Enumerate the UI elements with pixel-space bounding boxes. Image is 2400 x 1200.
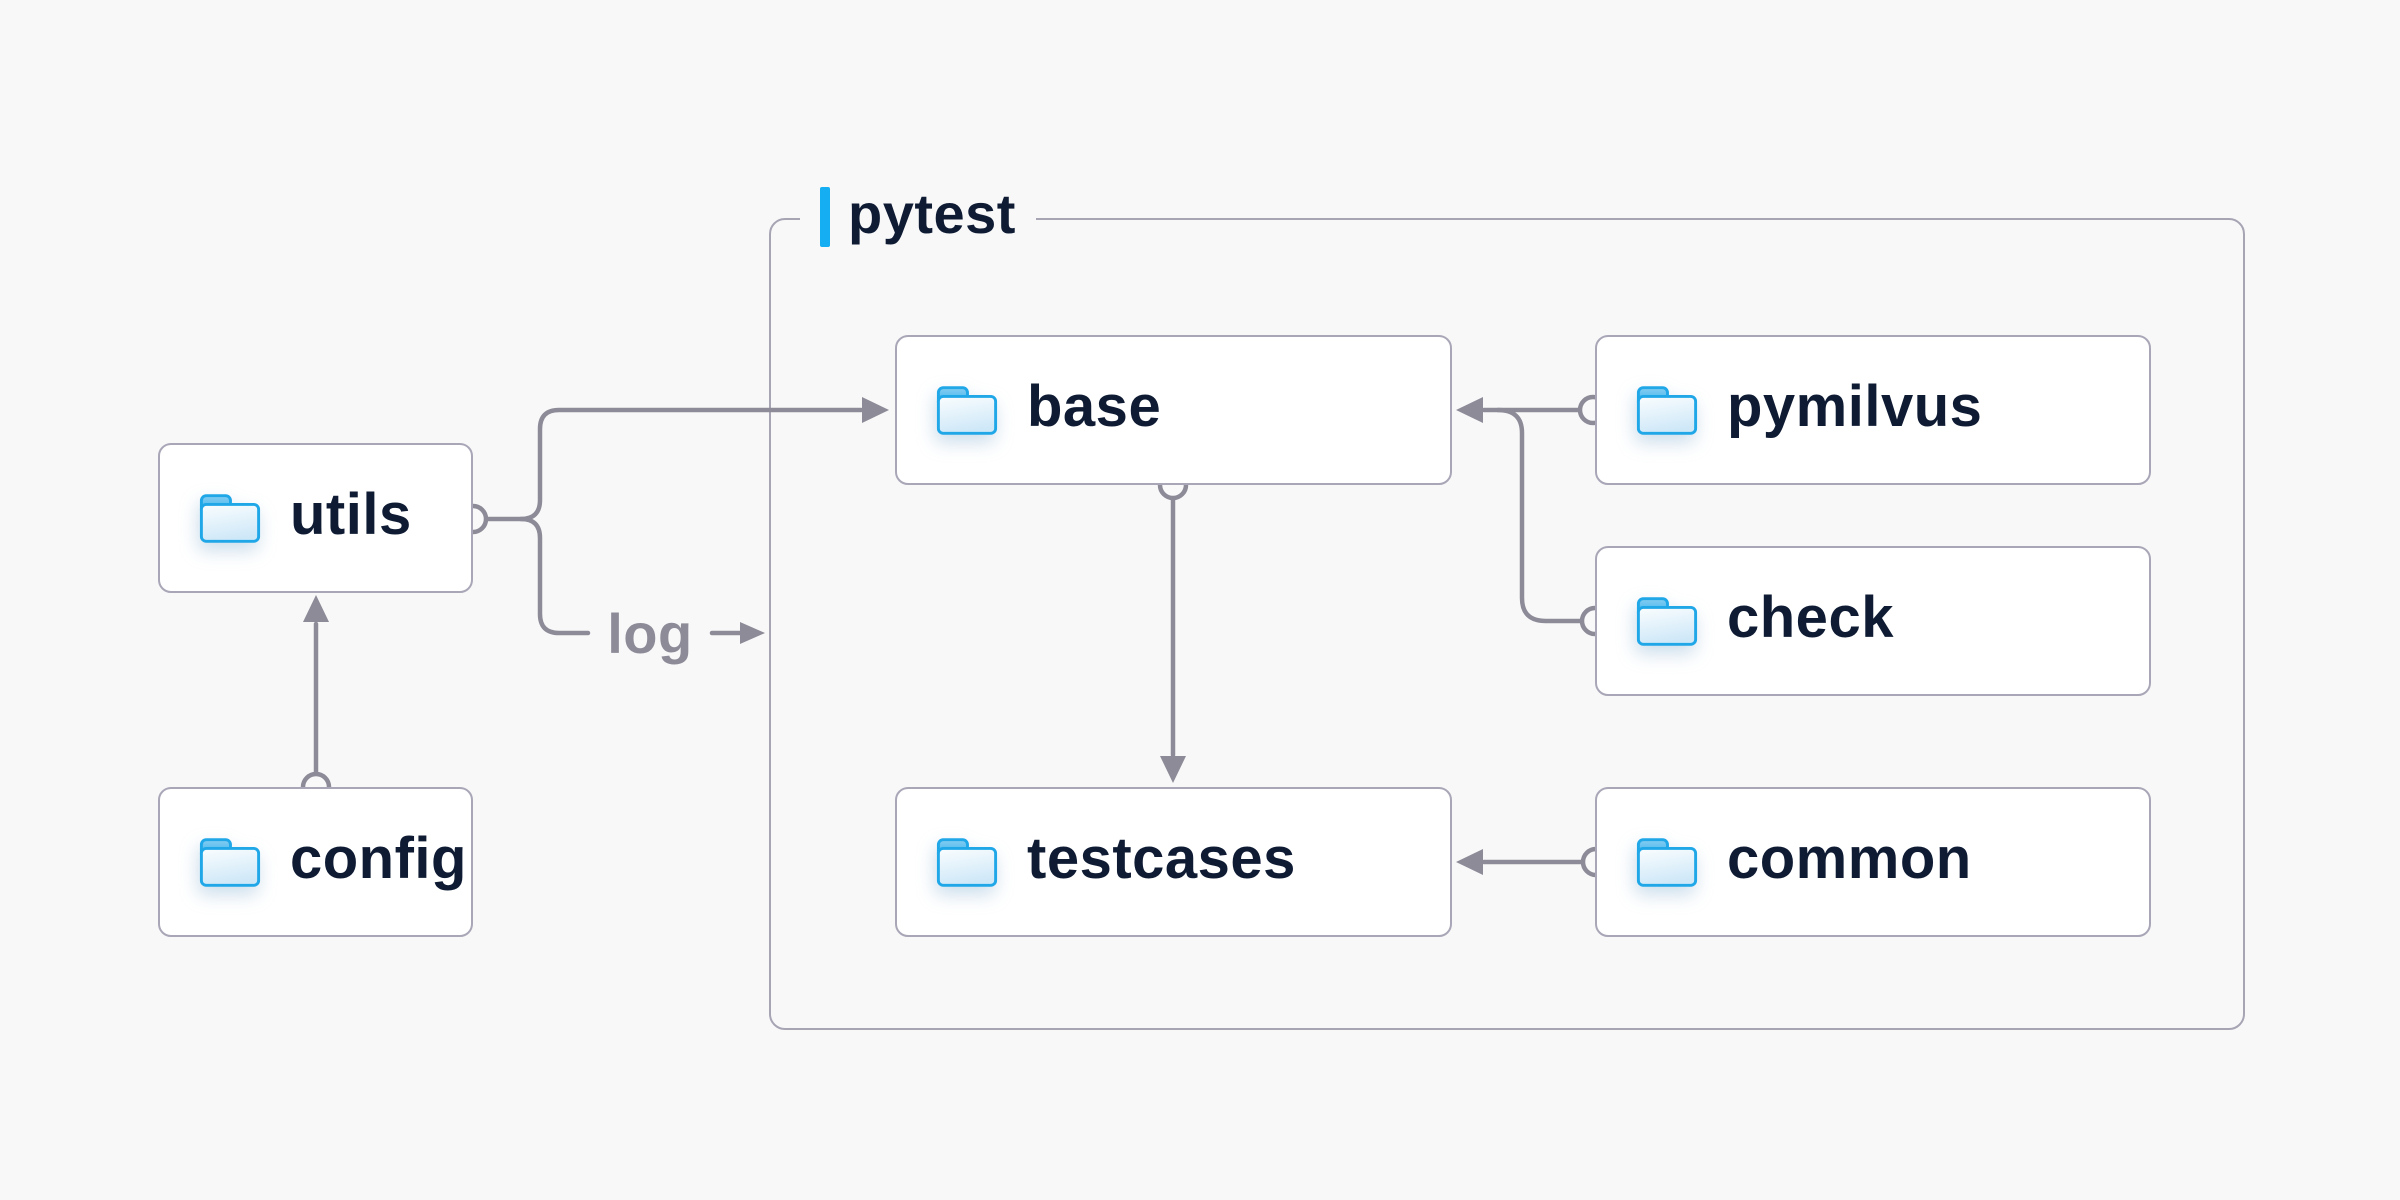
- node-config: config: [158, 787, 473, 937]
- node-common: common: [1595, 787, 2151, 937]
- pytest-container-title: pytest: [848, 182, 1016, 245]
- node-utils: utils: [158, 443, 473, 593]
- node-utils-label: utils: [290, 482, 412, 547]
- pytest-container-label: pytest: [800, 184, 1036, 250]
- node-check: check: [1595, 546, 2151, 696]
- node-base: base: [895, 335, 1452, 485]
- node-config-label: config: [290, 826, 467, 891]
- pytest-container: [769, 218, 2245, 1030]
- node-check-label: check: [1727, 585, 1894, 650]
- folder-icon: [935, 836, 999, 889]
- edge-config-utils: [300, 595, 332, 803]
- folder-icon: [198, 492, 262, 545]
- folder-icon: [935, 384, 999, 437]
- node-testcases-label: testcases: [1027, 826, 1296, 891]
- accent-bar-icon: [820, 187, 830, 247]
- node-testcases: testcases: [895, 787, 1452, 937]
- node-pymilvus-label: pymilvus: [1727, 374, 1983, 439]
- node-base-label: base: [1027, 374, 1162, 439]
- node-common-label: common: [1727, 826, 1972, 891]
- folder-icon: [1635, 384, 1699, 437]
- folder-icon: [198, 836, 262, 889]
- folder-icon: [1635, 595, 1699, 648]
- node-pymilvus: pymilvus: [1595, 335, 2151, 485]
- folder-icon: [1635, 836, 1699, 889]
- log-edge-label: log: [607, 602, 693, 665]
